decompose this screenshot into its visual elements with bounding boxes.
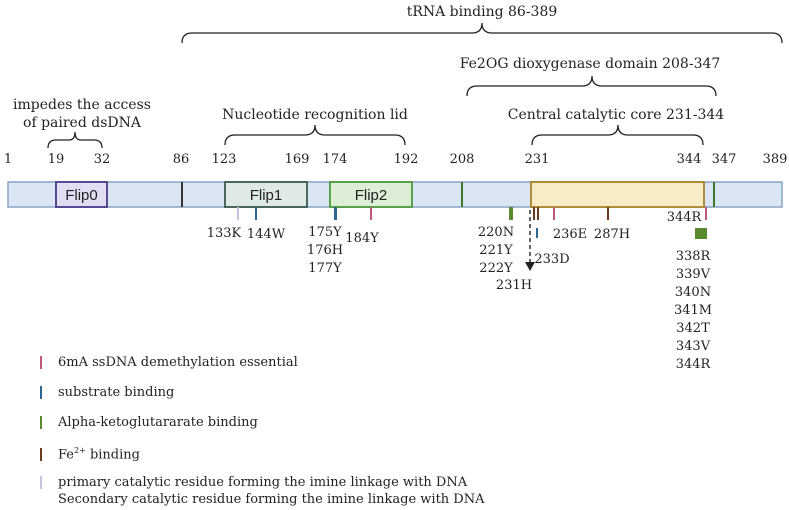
legend-label-demethylation: 6mA ssDNA demethylation essential — [58, 354, 298, 370]
legend-label-secondary: Secondary catalytic residue forming the … — [58, 491, 485, 507]
arrow-head — [525, 262, 535, 271]
position-labels: 1 19 32 86 123 169 174 192 208 231 344 3… — [4, 152, 788, 167]
mark-220n — [509, 207, 513, 220]
flip2-box — [329, 181, 413, 208]
legend-item-secondary: Secondary catalytic residue forming the … — [40, 489, 485, 509]
label-341m: 341M — [674, 303, 712, 318]
legend-item-fe: Fe2+ binding — [40, 444, 140, 464]
label-176h: 176H — [307, 243, 343, 258]
trna-bracket — [181, 22, 783, 44]
label-144w: 144W — [247, 227, 286, 242]
pos-344: 344 — [677, 152, 702, 167]
impedes-label-line2: of paired dsDNA — [23, 115, 142, 131]
residue-marks — [237, 207, 707, 239]
legend-label-substrate: substrate binding — [58, 384, 175, 400]
residue-labels: 133K 144W 175Y 176H 177Y 184Y 220N 221Y … — [207, 210, 712, 372]
label-133k: 133K — [207, 226, 242, 241]
flip0-label: Flip0 — [65, 187, 98, 204]
lid-bracket — [224, 124, 406, 146]
label-233d: 233D — [534, 252, 569, 267]
label-175y: 175Y — [308, 225, 342, 240]
catalytic-arrow — [525, 210, 535, 271]
mark-233d — [537, 207, 539, 220]
label-344r: 344R — [676, 357, 712, 372]
legend-fe-prefix: Fe — [58, 447, 75, 463]
flip2-label: Flip2 — [355, 187, 388, 204]
label-177y: 177Y — [308, 261, 342, 276]
fe2og-label: Fe2OG dioxygenase domain 208-347 — [460, 56, 721, 72]
label-338r: 338R — [676, 249, 712, 264]
legend-item-substrate: substrate binding — [40, 382, 174, 402]
legend-swatch-fe — [40, 447, 42, 461]
legend-label-primary: primary catalytic residue forming the im… — [58, 474, 468, 490]
mark-233d-substrate — [536, 228, 538, 238]
pos-123: 123 — [212, 152, 237, 167]
lid-label: Nucleotide recognition lid — [222, 107, 408, 123]
label-222y: 222Y — [479, 261, 513, 276]
pos-389: 389 — [763, 152, 788, 167]
label-287h: 287H — [594, 227, 630, 242]
mark-236e — [553, 207, 555, 220]
legend-label-akg: Alpha-ketoglutararate binding — [58, 414, 258, 430]
mark-133k — [237, 207, 239, 220]
pos-174: 174 — [323, 152, 348, 167]
label-231h: 231H — [496, 278, 532, 293]
legend-item-akg: Alpha-ketoglutararate binding — [40, 412, 258, 432]
pos-1: 1 — [4, 152, 12, 167]
core-label: Central catalytic core 231-344 — [508, 107, 725, 123]
legend-label-fe: Fe2+ binding — [58, 446, 140, 462]
pos-192: 192 — [394, 152, 419, 167]
legend-item-primary: primary catalytic residue forming the im… — [40, 472, 467, 492]
legend-swatch-akg — [40, 415, 42, 429]
mark-344r — [705, 207, 707, 220]
trna-label: tRNA binding 86-389 — [407, 4, 558, 20]
pos-347: 347 — [712, 152, 737, 167]
pos-32: 32 — [94, 152, 111, 167]
legend-swatch-demethylation — [40, 355, 42, 369]
legend-swatch-substrate — [40, 385, 42, 399]
legend-fe-sup: 2+ — [74, 445, 86, 455]
impedes-label-line1: impedes the access — [13, 97, 151, 113]
legend-swatch-secondary — [40, 493, 42, 506]
label-343v: 343V — [676, 339, 711, 354]
pos-86: 86 — [173, 152, 190, 167]
core-bracket — [531, 124, 704, 146]
flip1-label: Flip1 — [250, 187, 283, 204]
impedes-bracket — [47, 131, 103, 149]
label-342t: 342T — [676, 321, 710, 336]
mark-287h — [607, 207, 609, 220]
pos-19: 19 — [48, 152, 65, 167]
mark-175y — [334, 207, 337, 220]
label-184y: 184Y — [345, 231, 379, 246]
legend-swatch-primary — [40, 475, 42, 489]
mark-338-344-block — [695, 228, 707, 239]
flip0-box — [55, 181, 108, 208]
fe2og-bracket — [466, 75, 717, 97]
label-340n: 340N — [675, 285, 711, 300]
label-221y: 221Y — [479, 243, 513, 258]
mark-231h — [533, 207, 535, 220]
core-domain-box — [530, 181, 705, 208]
brackets — [47, 22, 783, 149]
flip1-box — [224, 181, 308, 208]
label-339v: 339V — [676, 267, 711, 282]
label-220n: 220N — [478, 225, 514, 240]
legend-item-demethylation: 6mA ssDNA demethylation essential — [40, 352, 298, 372]
boundary-ticks — [181, 182, 715, 207]
legend-fe-suffix: binding — [85, 447, 140, 463]
pos-208: 208 — [450, 152, 475, 167]
mark-144w — [255, 207, 257, 220]
pos-231: 231 — [525, 152, 550, 167]
label-236e: 236E — [553, 227, 587, 242]
pos-169: 169 — [285, 152, 310, 167]
label-344r-top: 344R — [667, 210, 703, 225]
mark-184y — [370, 207, 372, 220]
